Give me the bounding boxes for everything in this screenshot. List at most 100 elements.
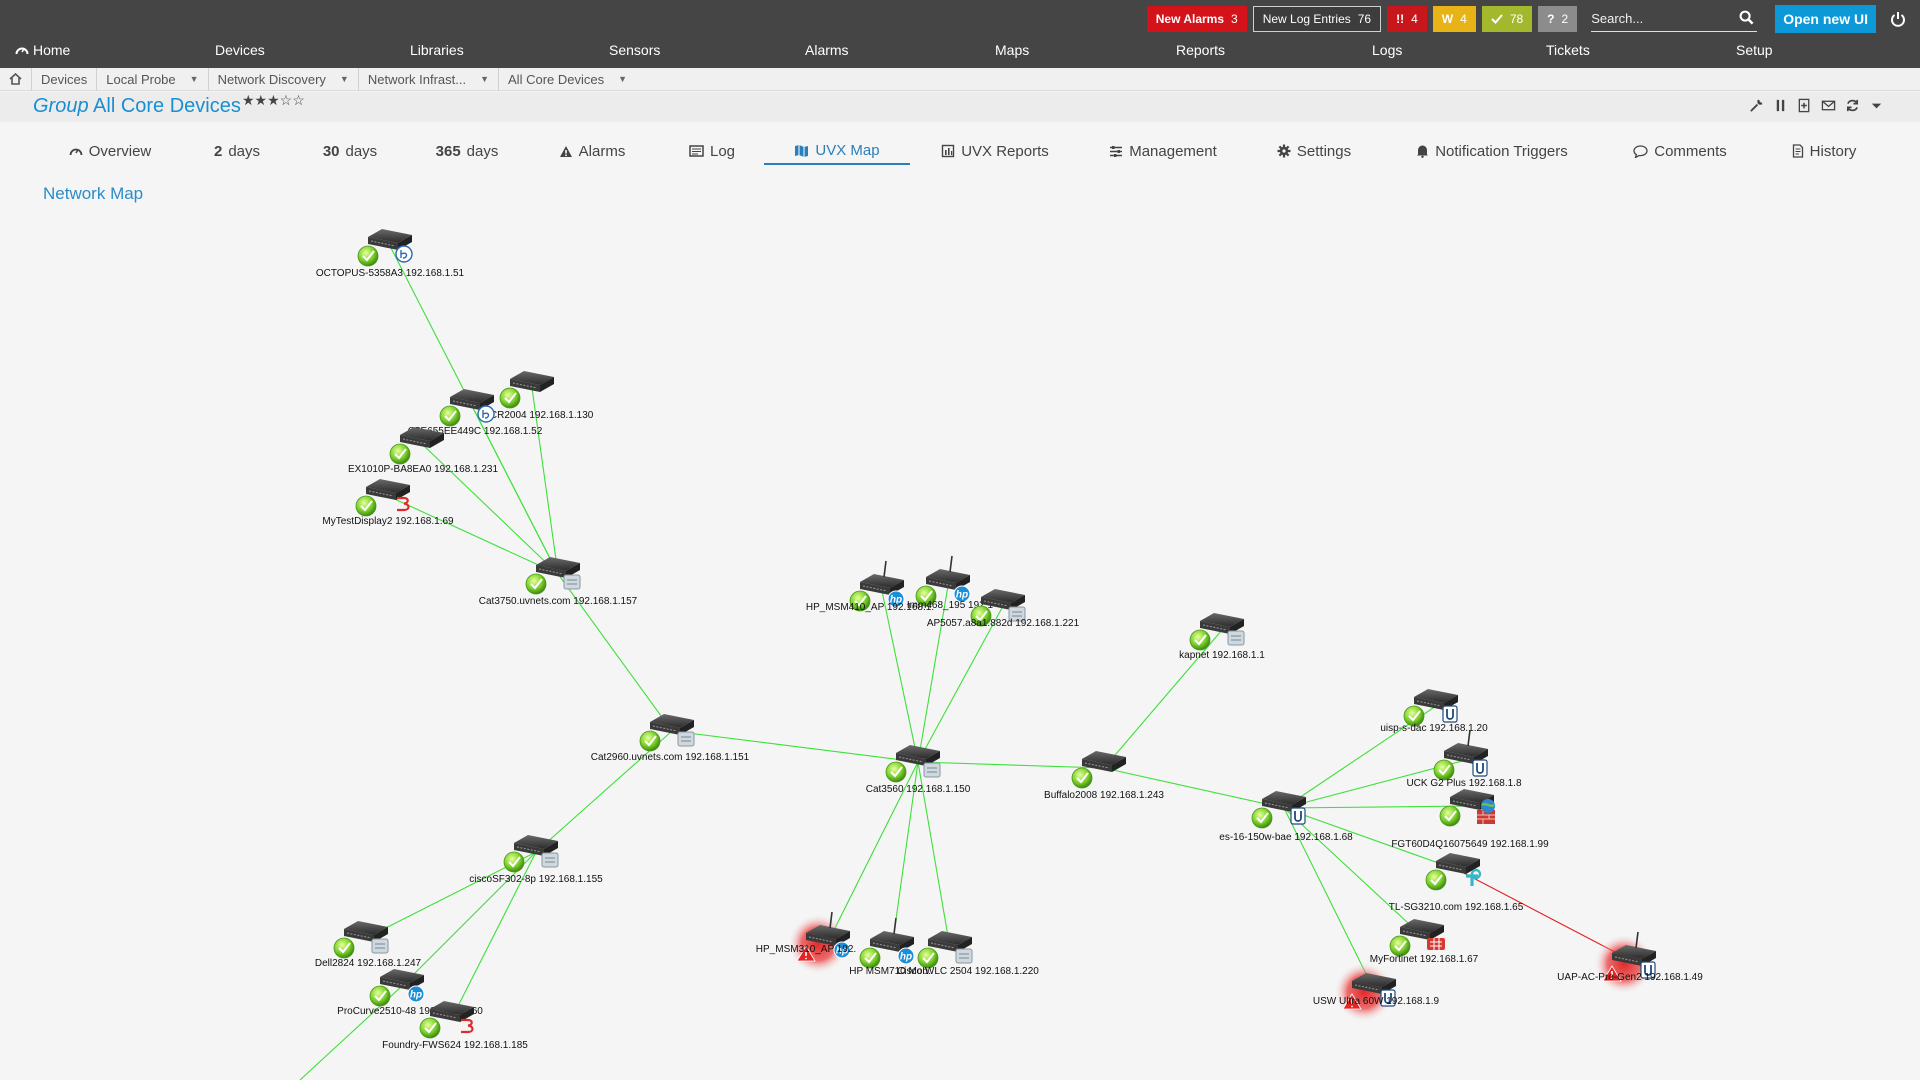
nav-reports[interactable]: Reports [1176,42,1226,58]
bios-badge-icon [395,245,413,263]
map-node-uisp[interactable]: uisp-s-dac 192.168.1.20 [1380,689,1488,734]
tab-management[interactable]: Management [1106,138,1220,164]
tab-30-days[interactable]: 30 days [310,138,390,164]
add-device-icon[interactable] [1797,98,1812,113]
tab-overview[interactable]: Overview [62,138,158,164]
ubiquiti-badge-icon [1442,705,1458,723]
nav-devices[interactable]: Devices [215,42,265,58]
nav-sensors[interactable]: Sensors [609,42,661,58]
log-icon [689,145,704,157]
antenna-icon [949,555,953,573]
breadcrumb-home[interactable] [0,67,32,91]
tab-2-days[interactable]: 2 days [202,138,272,164]
status-ok-icon [357,245,379,267]
map-node-uck[interactable]: UCK G2 Plus 192.168.1.8 [1406,729,1522,789]
tab-alarms[interactable]: Alarms [552,138,632,164]
network-switch-icon [870,917,914,952]
nav-tickets[interactable]: Tickets [1546,42,1590,58]
nav-home[interactable]: Home [15,42,70,58]
map-node-es16[interactable]: es-16-150w-bae 192.168.1.68 [1219,791,1353,843]
map-node-ciscosf[interactable]: ciscoSF302-8p 192.168.1.155 [469,835,603,885]
map-node-label: kapnet 192.168.1.1 [1179,650,1265,661]
breadcrumb-network-infrastructure[interactable]: Network Infrast...▼ [359,67,500,91]
error-sensors-button[interactable]: !! 4 [1387,6,1427,32]
priority-stars[interactable]: ★★★☆☆ [242,92,305,108]
nav-alarms[interactable]: Alarms [805,42,849,58]
tab-comments[interactable]: Comments [1628,138,1732,164]
map-link [827,761,919,943]
map-node-ccr2004[interactable]: CCR2004 192.168.1.130 [483,371,594,421]
map-node-uswultra[interactable]: USW Ultra 60W 192.168.1.9 [1313,962,1440,1022]
new-alarms-button[interactable]: New Alarms 3 [1146,6,1247,32]
ok-sensors-button[interactable]: 78 [1481,6,1533,32]
tab-settings[interactable]: Settings [1272,138,1356,164]
map-node-foundry[interactable]: Foundry-FWS624 192.168.1.185 [382,1001,528,1051]
caret-down-icon[interactable]: ▼ [480,74,490,84]
map-node-ex1010p[interactable]: EX1010P-BA8EA0 192.168.1.231 [348,427,499,475]
tab-log[interactable]: Log [680,138,744,164]
tab-uvx-map[interactable]: UVX Map [764,138,910,165]
mail-icon[interactable] [1821,98,1836,113]
refresh-icon[interactable] [1845,98,1860,113]
caret-down-icon[interactable]: ▼ [618,74,628,84]
map-node-mytest[interactable]: MyTestDisplay2 192.168.1.69 [322,479,454,527]
dropdown-caret-icon[interactable] [1869,98,1884,113]
warning-icon: W [1441,12,1454,26]
breadcrumb-network-discovery[interactable]: Network Discovery▼ [209,67,359,91]
pause-icon[interactable] [1773,98,1788,113]
map-node-cat3560[interactable]: Cat3560 192.168.1.150 [866,745,971,795]
tab-history[interactable]: History [1786,138,1862,164]
map-node-cat3750[interactable]: Cat3750.uvnets.com 192.168.1.157 [479,557,638,607]
tab-uvx-reports[interactable]: UVX Reports [938,138,1052,164]
warning-sensors-button[interactable]: W 4 [1432,6,1476,32]
server-badge-icon [955,948,973,964]
search-input[interactable] [1591,6,1758,30]
unknown-sensors-button[interactable]: ? 2 [1538,6,1578,32]
map-node-fgt60[interactable]: FGT60D4Q16075649 192.168.1.99 [1391,789,1549,850]
nav-setup[interactable]: Setup [1736,42,1773,58]
server-badge-icon [541,852,559,868]
tab-notification-triggers-label: Notification Triggers [1435,142,1568,160]
breadcrumb-all-core-devices[interactable]: All Core Devices▼ [499,68,636,91]
map-node-octopus[interactable]: OCTOPUS-5358A3 192.168.1.51 [316,229,465,279]
search-icon[interactable] [1739,10,1754,25]
status-ok-icon [1425,869,1447,891]
tab-365-days[interactable]: 365 days [427,138,507,164]
wrench-icon[interactable] [1749,98,1764,113]
nav-maps[interactable]: Maps [995,42,1030,58]
map-node-cat2960[interactable]: Cat2960.uvnets.com 192.168.1.151 [591,714,750,763]
map-node-myfortinet[interactable]: MyFortinet 192.168.1.67 [1370,919,1479,965]
map-node-buffalo[interactable]: Buffalo2008 192.168.1.243 [1044,751,1164,801]
map-link [1283,807,1423,937]
network-switch-icon [981,589,1025,610]
tab-notification-triggers[interactable]: Notification Triggers [1410,138,1574,164]
map-node-c5e655[interactable]: C5E655EE449C 192.168.1.52 [408,389,543,437]
map-node-tlsg[interactable]: TL-SG3210.com 192.168.1.65 [1389,853,1524,913]
breadcrumb-local-probe-label: Local Probe [106,71,176,87]
status-ok-icon [355,495,377,517]
caret-down-icon[interactable]: ▼ [189,74,199,84]
map-node-ap5057[interactable]: AP5057.a8a1.882d 192.168.1.221 [927,589,1080,629]
map-node-cisco1504[interactable]: Cisco WLC 2504 192.168.1.220 [897,931,1039,977]
open-new-ui-button[interactable]: Open new UI [1775,5,1876,33]
map-node-dell2824[interactable]: Dell2824 192.168.1.247 [315,921,422,969]
caret-down-icon[interactable]: ▼ [339,74,349,84]
power-icon[interactable] [1890,11,1906,27]
breadcrumb-devices[interactable]: Devices [32,67,98,91]
map-node-kapnet[interactable]: kapnet 192.168.1.1 [1179,613,1265,661]
ubiquiti-badge-icon [1290,807,1306,825]
status-ok-icon [525,573,547,595]
nav-logs[interactable]: Logs [1372,42,1403,58]
map-node-uapac[interactable]: UAP-AC-Pro-Gen2 192.168.1.49 [1557,931,1703,994]
status-ok-icon [439,405,461,427]
new-log-entries-button[interactable]: New Log Entries 76 [1252,6,1382,32]
nav-libraries[interactable]: Libraries [410,42,464,58]
breadcrumb-devices-label: Devices [41,71,88,87]
breadcrumb-local-probe[interactable]: Local Probe ▼ [97,67,209,91]
